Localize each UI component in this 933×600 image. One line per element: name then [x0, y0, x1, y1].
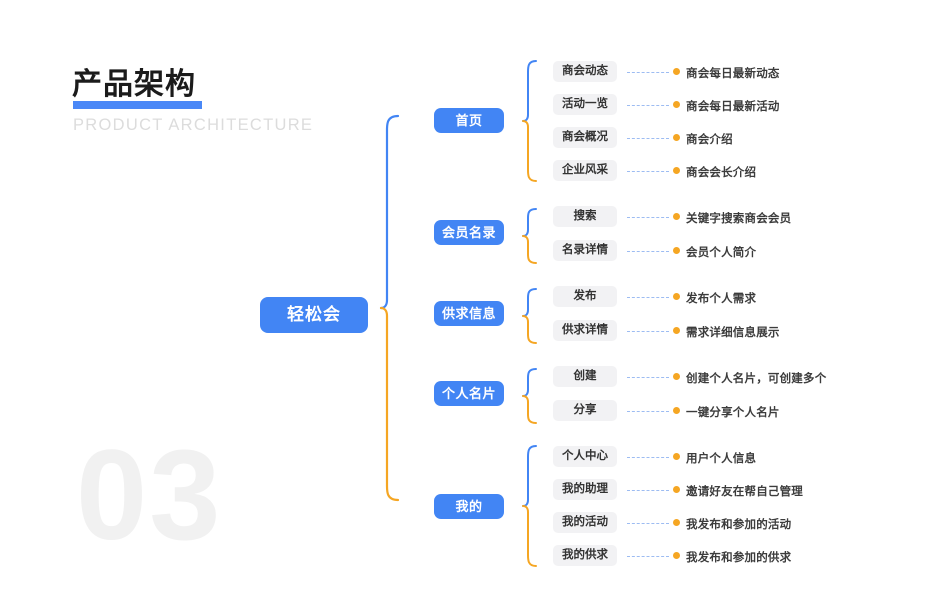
leaf-connector-dot — [673, 167, 680, 174]
leaf-connector-line — [627, 138, 669, 139]
diagram-leaf-node[interactable]: 个人中心 — [553, 446, 617, 467]
leaf-connector-line — [627, 217, 669, 218]
leaf-description: 用户个人信息 — [686, 453, 757, 465]
diagram-leaf-node[interactable]: 供求详情 — [553, 320, 617, 341]
diagram-branch-node-2[interactable]: 供求信息 — [434, 301, 504, 326]
leaf-connector-dot — [673, 453, 680, 460]
diagram-branch-node-1[interactable]: 会员名录 — [434, 220, 504, 245]
leaf-description: 创建个人名片，可创建多个 — [686, 373, 827, 385]
branch-brace-2 — [521, 286, 539, 346]
leaf-description: 商会每日最新动态 — [686, 68, 780, 80]
page-subtitle: PRODUCT ARCHITECTURE — [73, 116, 314, 134]
leaf-connector-line — [627, 331, 669, 332]
diagram-leaf-node[interactable]: 我的助理 — [553, 479, 617, 500]
diagram-leaf-node[interactable]: 活动一览 — [553, 94, 617, 115]
leaf-connector-dot — [673, 101, 680, 108]
leaf-description: 商会每日最新活动 — [686, 101, 780, 113]
leaf-connector-line — [627, 411, 669, 412]
diagram-leaf-node[interactable]: 我的供求 — [553, 545, 617, 566]
leaf-connector-dot — [673, 407, 680, 414]
diagram-leaf-node[interactable]: 分享 — [553, 400, 617, 421]
diagram-leaf-node[interactable]: 创建 — [553, 366, 617, 387]
leaf-connector-dot — [673, 373, 680, 380]
main-brace — [378, 112, 402, 504]
leaf-connector-line — [627, 105, 669, 106]
leaf-connector-dot — [673, 293, 680, 300]
diagram-leaf-node[interactable]: 商会动态 — [553, 61, 617, 82]
leaf-description: 需求详细信息展示 — [686, 327, 780, 339]
leaf-connector-dot — [673, 486, 680, 493]
diagram-leaf-node[interactable]: 商会概况 — [553, 127, 617, 148]
title-underline-bar — [73, 101, 202, 109]
leaf-connector-line — [627, 523, 669, 524]
diagram-root-node[interactable]: 轻松会 — [260, 297, 368, 333]
leaf-connector-dot — [673, 134, 680, 141]
leaf-connector-line — [627, 556, 669, 557]
title-block: 产品架构 — [72, 66, 402, 104]
diagram-leaf-node[interactable]: 名录详情 — [553, 240, 617, 261]
leaf-description: 会员个人简介 — [686, 247, 757, 259]
diagram-leaf-node[interactable]: 搜索 — [553, 206, 617, 227]
leaf-description: 商会介绍 — [686, 134, 733, 146]
leaf-connector-line — [627, 377, 669, 378]
leaf-description: 一键分享个人名片 — [686, 407, 780, 419]
section-number-watermark: 03 — [76, 424, 223, 567]
leaf-description: 关键字搜索商会会员 — [686, 213, 792, 225]
leaf-connector-line — [627, 457, 669, 458]
leaf-description: 邀请好友在帮自己管理 — [686, 486, 803, 498]
leaf-connector-line — [627, 490, 669, 491]
leaf-connector-dot — [673, 247, 680, 254]
diagram-leaf-node[interactable]: 发布 — [553, 286, 617, 307]
leaf-description: 发布个人需求 — [686, 293, 757, 305]
diagram-leaf-node[interactable]: 我的活动 — [553, 512, 617, 533]
leaf-description: 我发布和参加的活动 — [686, 519, 792, 531]
leaf-description: 商会会长介绍 — [686, 167, 757, 179]
leaf-connector-line — [627, 171, 669, 172]
branch-brace-0 — [521, 58, 539, 184]
diagram-branch-node-3[interactable]: 个人名片 — [434, 381, 504, 406]
leaf-connector-dot — [673, 213, 680, 220]
branch-brace-4 — [521, 443, 539, 569]
diagram-leaf-node[interactable]: 企业风采 — [553, 160, 617, 181]
page-title: 产品架构 — [72, 68, 196, 101]
diagram-branch-node-4[interactable]: 我的 — [434, 494, 504, 519]
leaf-connector-dot — [673, 519, 680, 526]
leaf-connector-line — [627, 72, 669, 73]
leaf-connector-line — [627, 297, 669, 298]
branch-brace-3 — [521, 366, 539, 426]
leaf-connector-dot — [673, 327, 680, 334]
leaf-connector-dot — [673, 68, 680, 75]
branch-brace-1 — [521, 206, 539, 266]
leaf-connector-line — [627, 251, 669, 252]
leaf-connector-dot — [673, 552, 680, 559]
diagram-branch-node-0[interactable]: 首页 — [434, 108, 504, 133]
leaf-description: 我发布和参加的供求 — [686, 552, 792, 564]
